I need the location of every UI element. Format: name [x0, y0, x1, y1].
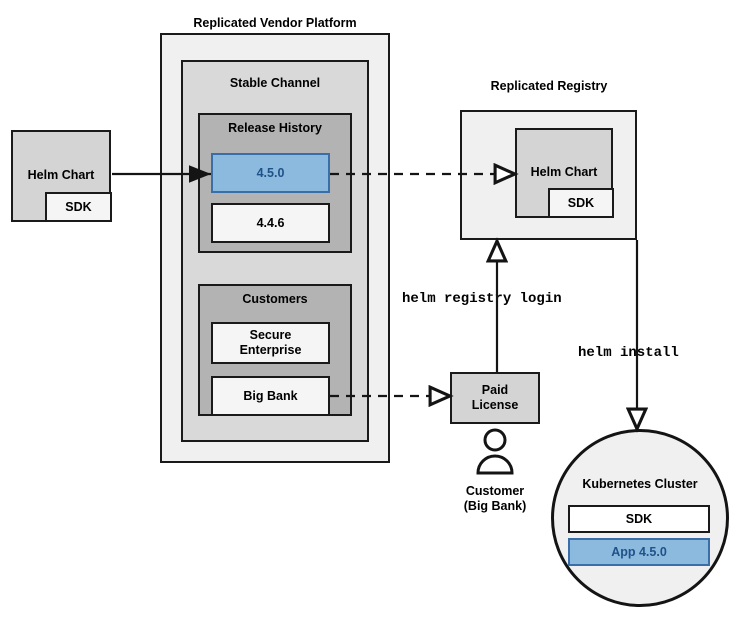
- cluster-workload-app-label: App 4.5.0: [611, 544, 667, 559]
- paid-license-label: Paid License: [471, 383, 519, 412]
- command-helm-registry-login: helm registry login: [402, 291, 562, 307]
- customer-item-big-bank-label: Big Bank: [243, 388, 298, 403]
- source-helm-chart-sdk-box[interactable]: SDK: [45, 192, 112, 222]
- paid-license-box[interactable]: Paid License: [450, 372, 540, 424]
- registry-helm-chart-sdk-box[interactable]: SDK: [548, 188, 614, 218]
- release-item-4-4-6[interactable]: 4.4.6: [211, 203, 330, 243]
- cluster-workload-app[interactable]: App 4.5.0: [568, 538, 710, 566]
- kubernetes-cluster-label: Kubernetes Cluster: [582, 477, 698, 491]
- stable-channel-label: Stable Channel: [229, 76, 321, 90]
- customer-item-big-bank[interactable]: Big Bank: [211, 376, 330, 416]
- release-history-label: Release History: [228, 121, 322, 135]
- release-item-4-5-0[interactable]: 4.5.0: [211, 153, 330, 193]
- registry-helm-chart-sdk-label: SDK: [567, 195, 595, 210]
- cluster-workload-sdk-label: SDK: [625, 511, 653, 526]
- customer-item-secure-enterprise-label: Secure Enterprise: [239, 328, 302, 357]
- customer-item-secure-enterprise[interactable]: Secure Enterprise: [211, 322, 330, 364]
- command-helm-install: helm install: [578, 345, 679, 361]
- release-item-4-4-6-label: 4.4.6: [256, 215, 285, 230]
- cluster-workload-sdk[interactable]: SDK: [568, 505, 710, 533]
- registry-helm-chart-label: Helm Chart: [530, 165, 598, 179]
- customer-person-icon: [476, 428, 514, 475]
- customer-actor-label: Customer (Big Bank): [463, 484, 527, 513]
- release-item-4-5-0-label: 4.5.0: [256, 165, 285, 180]
- source-helm-chart-label: Helm Chart: [27, 168, 95, 182]
- registry-title: Replicated Registry: [490, 79, 608, 93]
- source-helm-chart-sdk-label: SDK: [65, 199, 92, 214]
- vendor-platform-title: Replicated Vendor Platform: [193, 16, 357, 30]
- customers-label: Customers: [242, 292, 308, 306]
